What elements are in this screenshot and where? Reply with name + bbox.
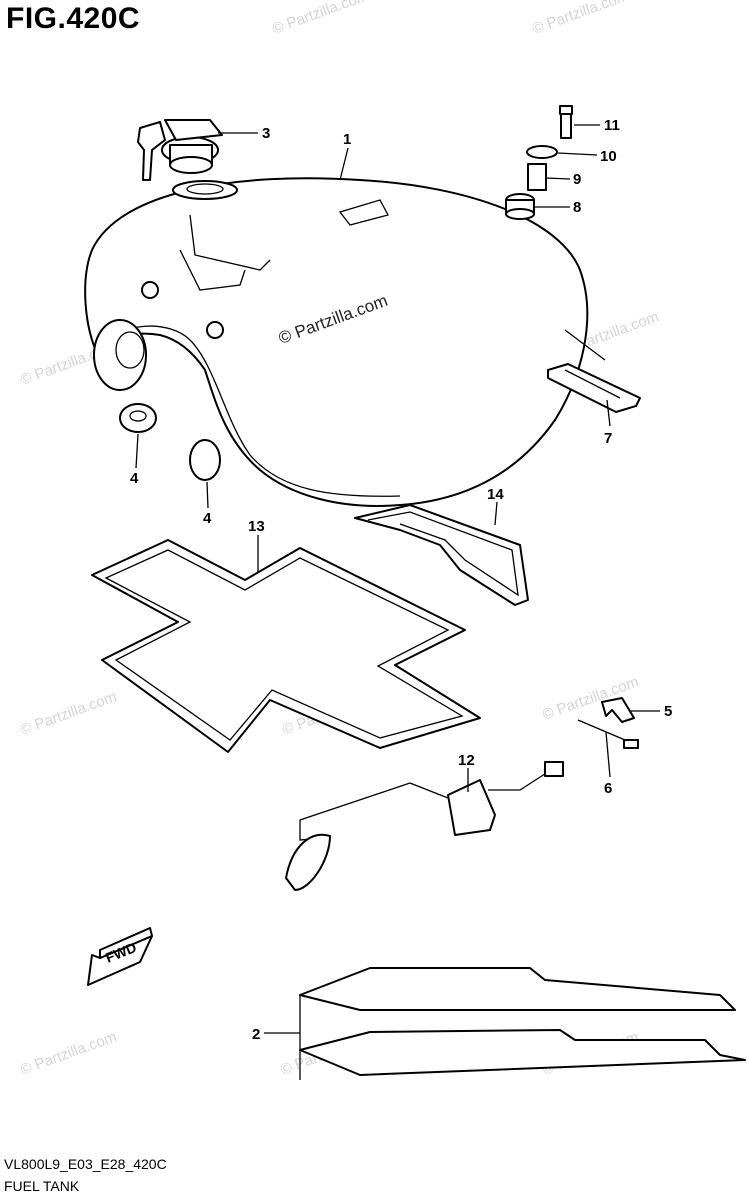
bolt-stack-part[interactable]: [505, 105, 573, 220]
cushion-part[interactable]: [547, 363, 641, 413]
callout-6: 6: [604, 780, 612, 797]
grommet-part[interactable]: [189, 439, 221, 481]
figure-caption: FUEL TANK: [4, 1178, 80, 1194]
callout-1: 1: [343, 131, 351, 148]
callout-13: 13: [248, 518, 265, 535]
callout-10: 10: [600, 148, 617, 165]
trim-part[interactable]: [299, 967, 746, 1080]
fuel-cap-part[interactable]: [137, 119, 223, 181]
callout-14: 14: [487, 486, 504, 503]
callout-12: 12: [458, 752, 475, 769]
gasket-part[interactable]: [91, 539, 481, 753]
fuel-tank-part[interactable]: [84, 177, 606, 507]
gasket-part-14[interactable]: [354, 504, 529, 606]
leader-lines: [135, 124, 660, 1034]
forward-arrow-icon: FWD: [87, 927, 153, 986]
cable-tie-part[interactable]: [577, 719, 639, 749]
callout-7: 7: [604, 430, 612, 447]
callout-8: 8: [573, 199, 581, 216]
callout-11: 11: [604, 117, 620, 134]
figure-title: FIG.420C: [6, 2, 141, 35]
callout-3: 3: [262, 125, 270, 142]
clamp-part[interactable]: [601, 697, 635, 723]
grommet-part[interactable]: [119, 403, 157, 433]
callout-2: 2: [252, 1026, 260, 1043]
fuel-sender-part[interactable]: [285, 761, 564, 891]
callout-9: 9: [573, 171, 581, 188]
callout-4b: 4: [203, 510, 212, 527]
callout-4: 4: [130, 470, 139, 487]
figure-code: VL800L9_E03_E28_420C: [4, 1156, 167, 1172]
callout-5: 5: [664, 703, 672, 720]
